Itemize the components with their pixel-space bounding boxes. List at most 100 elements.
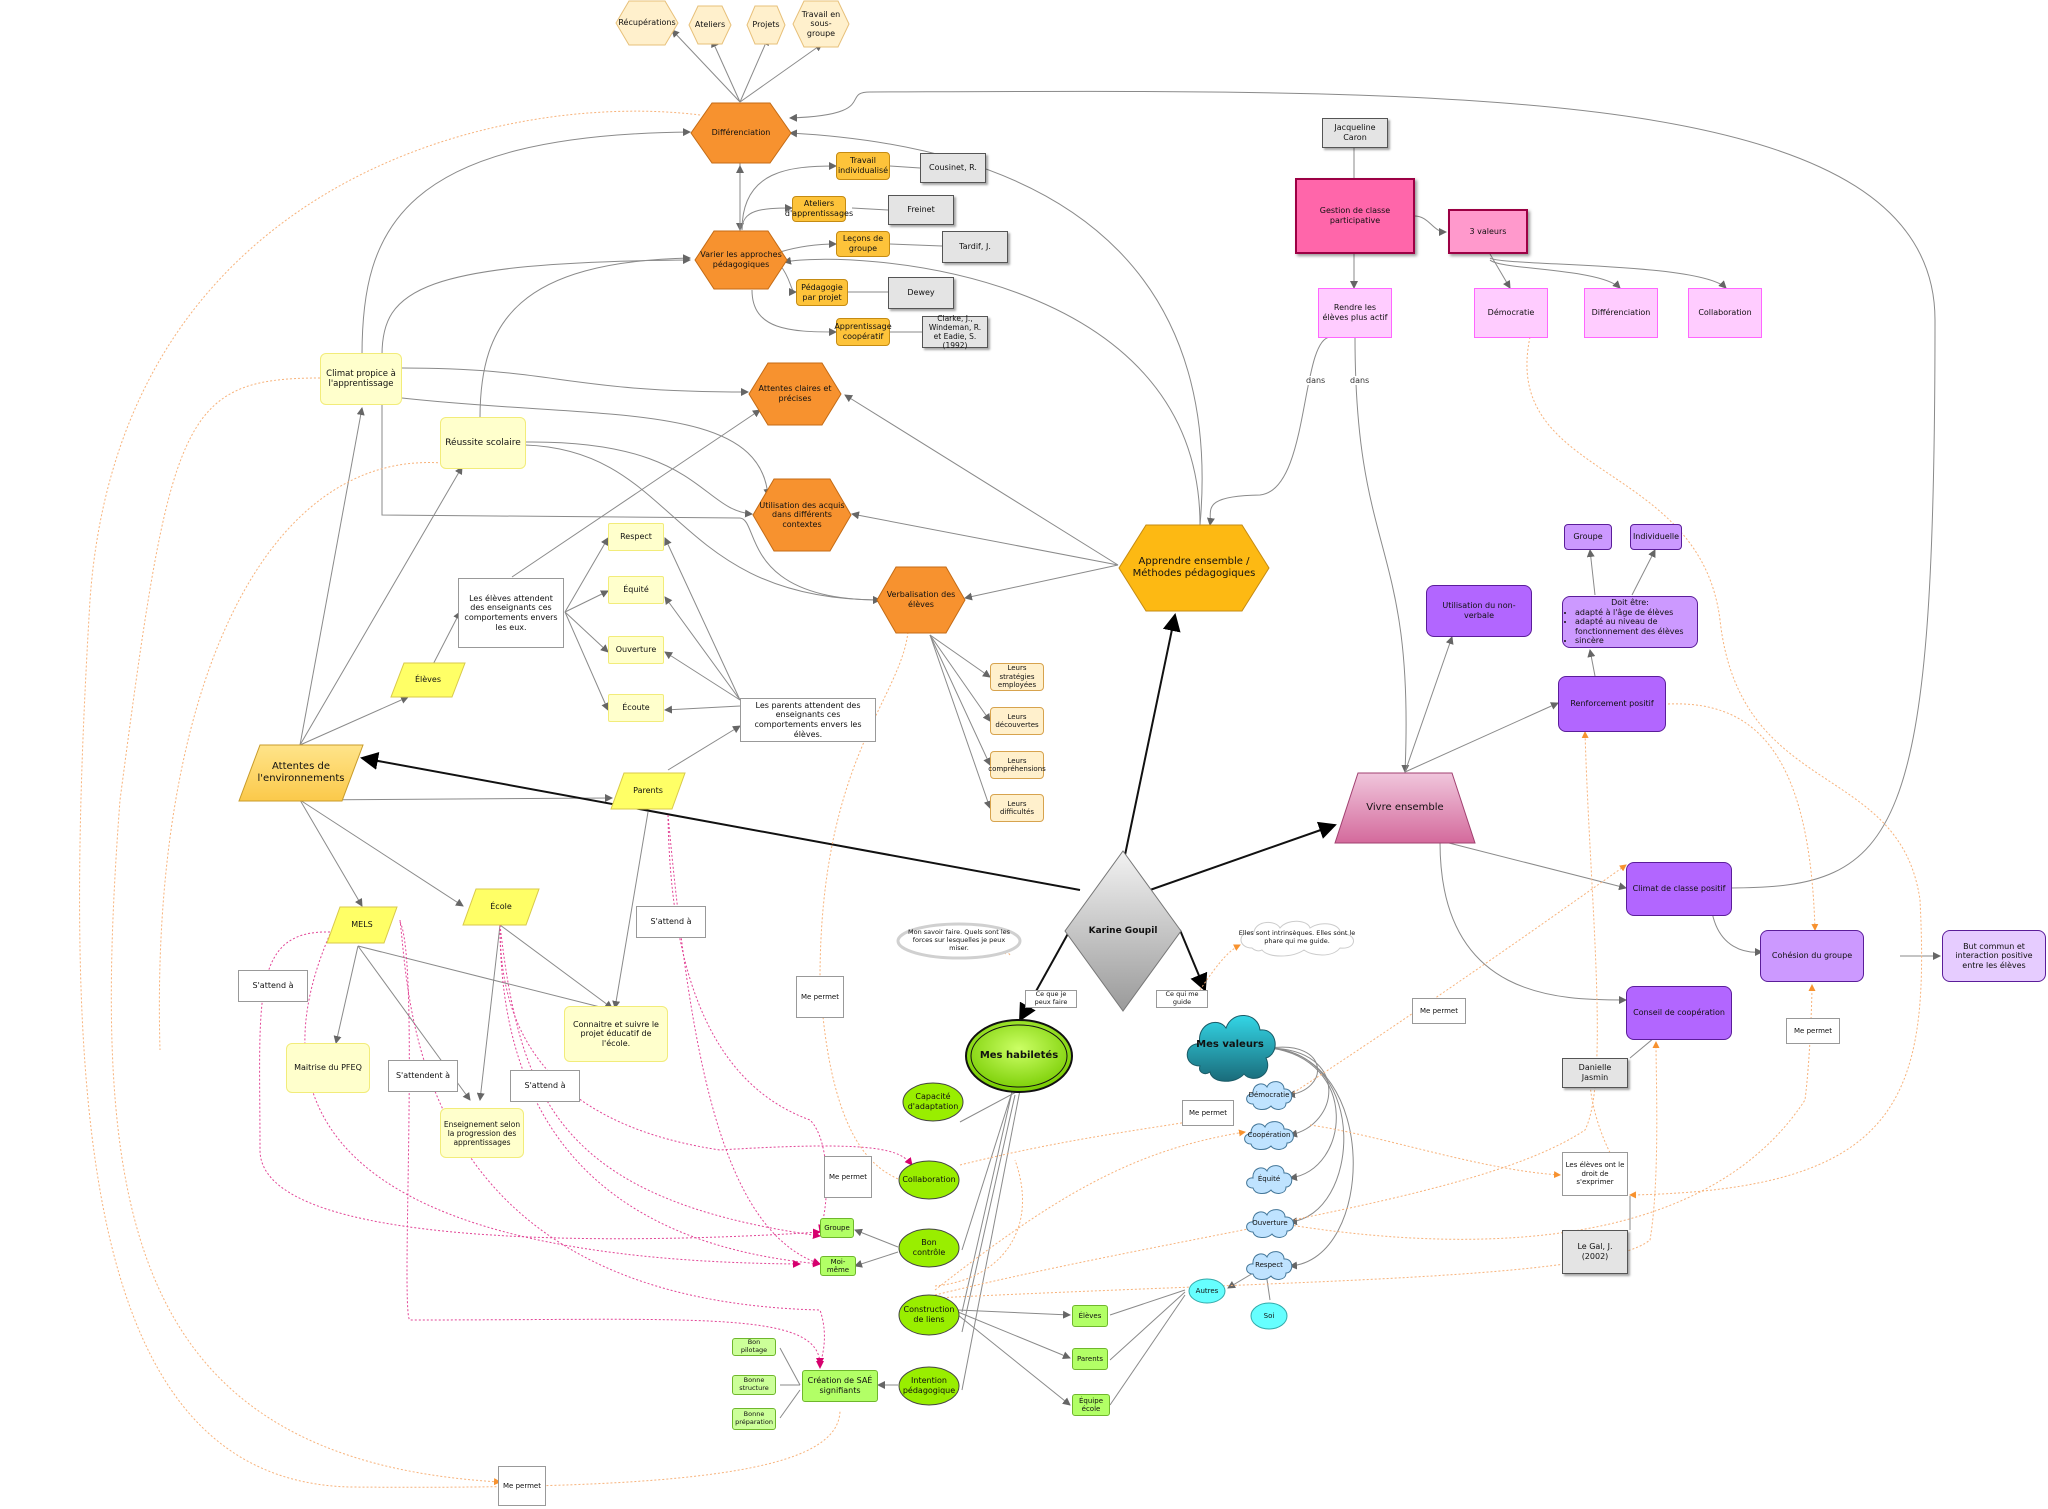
gestion-classe-node[interactable]: Gestion de classe participative <box>1295 178 1415 254</box>
rendre-eleves-node[interactable]: Rendre les élèves plus actif <box>1318 288 1392 338</box>
me-permet-2[interactable]: Me permet <box>824 1156 872 1198</box>
ateliers-apprentissages-node[interactable]: Ateliers d'apprentissages <box>785 196 853 222</box>
attentes-env-node[interactable]: Attentes de l'environnements <box>238 744 364 802</box>
jacqueline-caron-node[interactable]: Jacqueline Caron <box>1322 118 1388 148</box>
doit-etre-node[interactable]: Doit être: adapté à l'âge de élèvesadapt… <box>1562 596 1698 648</box>
cousinet-node[interactable]: Cousinet, R. <box>920 153 986 183</box>
verbalisation-node[interactable]: Verbalisation des élèves <box>876 566 966 634</box>
capacite-node[interactable]: Capacité d'adaptation <box>902 1082 964 1122</box>
mes-habiletes-node[interactable]: Mes habiletés <box>964 1018 1074 1094</box>
eleves-green-node[interactable]: Élèves <box>1072 1305 1108 1327</box>
freinet-node[interactable]: Freinet <box>888 195 954 225</box>
bon-controle-node[interactable]: Bon contrôle <box>898 1228 960 1268</box>
maitrise-pfeq-node[interactable]: Maitrise du PFEQ <box>286 1043 370 1093</box>
mels-node[interactable]: MELS <box>326 906 398 944</box>
democratie-cloud-node[interactable]: Démocratie <box>1244 1078 1294 1112</box>
connaitre-projet-node[interactable]: Connaitre et suivre le projet éducatif d… <box>564 1006 668 1062</box>
parents-green-node[interactable]: Parents <box>1072 1348 1108 1370</box>
eleves-para-node[interactable]: Élèves <box>390 662 466 698</box>
le-gal-node[interactable]: Le Gal, J. (2002) <box>1562 1230 1628 1274</box>
construction-node[interactable]: Construction de liens <box>898 1294 960 1336</box>
mon-savoir-node[interactable]: Mon savoir faire. Quels sont les forces … <box>896 922 1022 960</box>
me-permet-4[interactable]: Me permet <box>1412 998 1466 1024</box>
ecole-node[interactable]: École <box>462 888 540 926</box>
moi-meme-node[interactable]: Moi-même <box>820 1256 856 1276</box>
climat-positif-node[interactable]: Climat de classe positif <box>1626 862 1732 916</box>
decouvertes-node[interactable]: Leurs découvertes <box>990 707 1044 735</box>
bonne-preparation-node[interactable]: Bonne préparation <box>732 1408 776 1430</box>
bonne-structure-node[interactable]: Bonne structure <box>732 1375 776 1395</box>
s-attend-a-2-node[interactable]: S'attend à <box>636 906 706 938</box>
projets-node[interactable]: Projets <box>746 5 786 45</box>
collaboration-pink-node[interactable]: Collaboration <box>1688 288 1762 338</box>
attentes-claires-node[interactable]: Attentes claires et précises <box>748 362 842 426</box>
mes-valeurs-node[interactable]: Mes valeurs <box>1182 1006 1278 1084</box>
bon-pilotage-node[interactable]: Bon pilotage <box>732 1338 776 1356</box>
lecons-groupe-node[interactable]: Leçons de groupe <box>836 231 890 257</box>
apprendre-ensemble-node[interactable]: Apprendre ensemble / Méthodes pédagogiqu… <box>1118 524 1270 612</box>
apprentissage-coop-node[interactable]: Apprentissage coopératif <box>834 318 892 346</box>
ouverture-cloud-node[interactable]: Ouverture <box>1244 1206 1296 1240</box>
but-commun-node[interactable]: But commun et interaction positive entre… <box>1942 930 2046 982</box>
conseil-coop-node[interactable]: Conseil de coopération <box>1626 986 1732 1040</box>
equipe-ecole-node[interactable]: Équipe école <box>1072 1394 1110 1416</box>
ce-que-je-peux-node[interactable]: Ce que je peux faire <box>1025 990 1077 1008</box>
respect-cloud-node[interactable]: Respect <box>1244 1248 1294 1282</box>
collaboration-green-node[interactable]: Collaboration <box>898 1160 960 1200</box>
ateliers-node[interactable]: Ateliers <box>688 5 732 45</box>
ouverture-yellow-node[interactable]: Ouverture <box>608 636 664 664</box>
equite-cloud-node[interactable]: Équité <box>1244 1162 1294 1196</box>
s-attend-a-3-node[interactable]: S'attend à <box>510 1070 580 1102</box>
edge <box>779 1347 801 1386</box>
parents-para-node[interactable]: Parents <box>610 772 686 810</box>
s-attendent-a-node[interactable]: S'attendent à <box>388 1060 458 1092</box>
respect-yellow-node[interactable]: Respect <box>608 523 664 551</box>
differenciation-pink-node[interactable]: Différenciation <box>1584 288 1658 338</box>
differenciation-node[interactable]: Différenciation <box>690 102 792 164</box>
climat-propice-node[interactable]: Climat propice à l'apprentissage <box>320 353 402 405</box>
enseignement-selon-node[interactable]: Enseignement selon la progression des ap… <box>440 1108 524 1158</box>
me-permet-6[interactable]: Me permet <box>498 1466 546 1506</box>
cooperation-cloud-node[interactable]: Coopération <box>1242 1118 1296 1152</box>
travail-sous-groupe-node[interactable]: Travail en sous-groupe <box>792 0 850 48</box>
democratie-pink-node[interactable]: Démocratie <box>1474 288 1548 338</box>
travail-individualise-label: Travail individualisé <box>837 156 889 175</box>
me-permet-5[interactable]: Me permet <box>1786 1018 1840 1044</box>
karine-goupil-node[interactable]: Karine Goupil <box>1064 850 1182 1012</box>
ce-qui-me-guide-node[interactable]: Ce qui me guide <box>1156 990 1208 1008</box>
individuelle-node[interactable]: Individuelle <box>1630 524 1682 550</box>
renforcement-node[interactable]: Renforcement positif <box>1558 676 1666 732</box>
creation-sae-node[interactable]: Création de SAÉ signifiants <box>802 1370 878 1402</box>
reussite-scolaire-node[interactable]: Réussite scolaire <box>440 417 526 469</box>
vivre-ensemble-node[interactable]: Vivre ensemble <box>1334 772 1476 844</box>
intention-node[interactable]: Intention pédagogique <box>898 1366 960 1406</box>
equite-yellow-node[interactable]: Équité <box>608 576 664 604</box>
varier-approches-node[interactable]: Varier les approches pédagogiques <box>694 230 788 290</box>
travail-individualise-node[interactable]: Travail individualisé <box>836 152 890 180</box>
soi-node[interactable]: Soi <box>1250 1302 1288 1330</box>
comprehensions-node[interactable]: Leurs compréhensions <box>988 751 1046 779</box>
cohesion-node[interactable]: Cohésion du groupe <box>1760 930 1864 982</box>
difficultes-node[interactable]: Leurs difficultés <box>990 794 1044 822</box>
dewey-node[interactable]: Dewey <box>888 277 954 309</box>
strategies-node[interactable]: Leurs stratégies employées <box>990 663 1044 691</box>
eleves-attendent-node[interactable]: Les élèves attendent des enseignants ces… <box>458 578 564 648</box>
eleves-droit-node[interactable]: Les élèves ont le droit de s'exprimer <box>1562 1152 1628 1196</box>
me-permet-3[interactable]: Me permet <box>1182 1100 1234 1126</box>
ecoute-yellow-node[interactable]: Écoute <box>608 694 664 722</box>
groupe-green-node[interactable]: Groupe <box>820 1218 854 1238</box>
recuperations-node[interactable]: Récupérations <box>615 0 679 46</box>
tardif-node[interactable]: Tardif, J. <box>942 231 1008 263</box>
parents-attendent-node[interactable]: Les parents attendent des enseignants ce… <box>740 698 876 742</box>
clarke-node[interactable]: Clarke, J., Windeman, R. et Eadie, S. (1… <box>922 314 988 350</box>
elles-sont-node[interactable]: Elles sont intrinsèques. Elles sont le p… <box>1232 918 1362 958</box>
me-permet-1[interactable]: Me permet <box>796 976 844 1018</box>
utilisation-non-verbale-node[interactable]: Utilisation du non-verbale <box>1426 585 1532 637</box>
s-attend-a-1-node[interactable]: S'attend à <box>238 970 308 1002</box>
pedagogie-projet-node[interactable]: Pédagogie par projet <box>796 279 848 306</box>
groupe-purple-node[interactable]: Groupe <box>1564 524 1612 550</box>
trois-valeurs-node[interactable]: 3 valeurs <box>1448 209 1528 254</box>
autres-node[interactable]: Autres <box>1188 1278 1226 1304</box>
utilisation-acquis-node[interactable]: Utilisation des acquis dans différents c… <box>752 478 852 552</box>
danielle-jasmin-node[interactable]: Danielle Jasmin <box>1562 1058 1628 1088</box>
